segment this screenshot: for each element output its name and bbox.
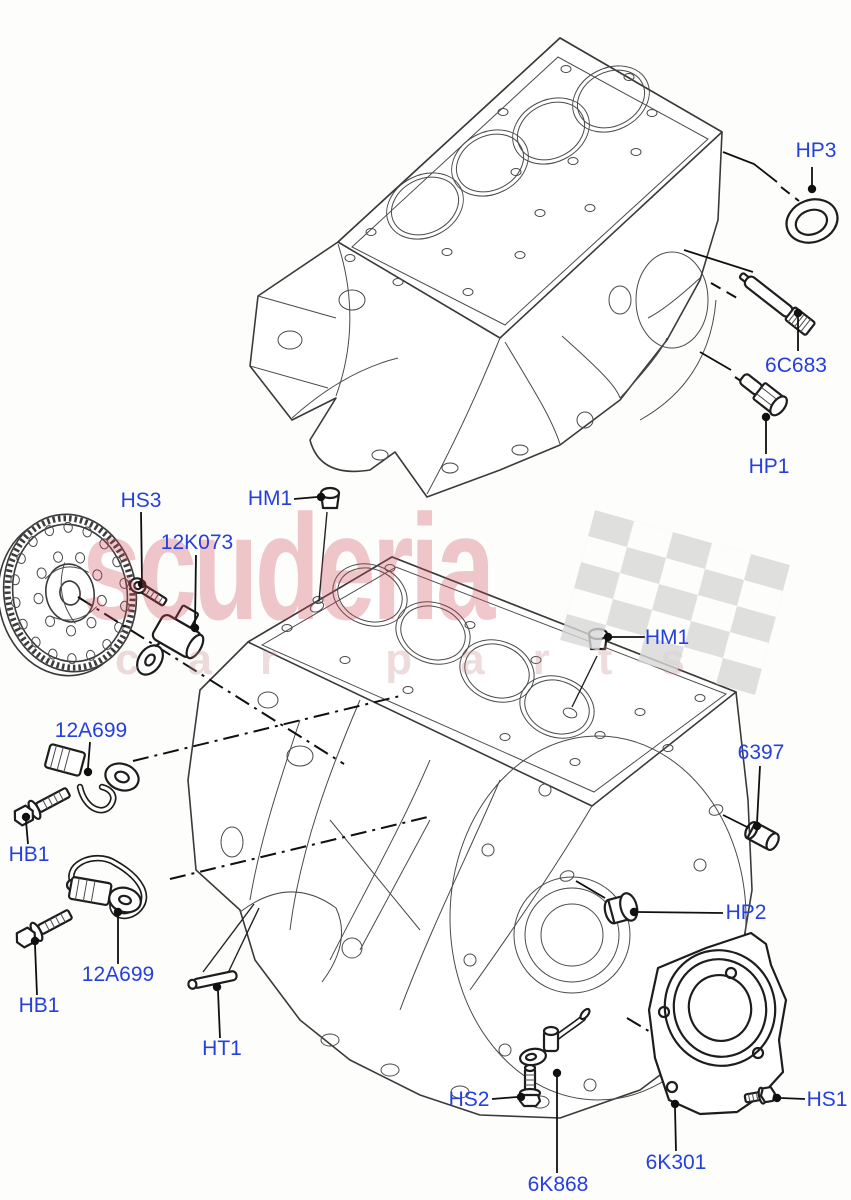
leader-hb1-b [30, 936, 40, 996]
part-label-6c683[interactable]: 6C683 [765, 354, 827, 377]
part-12a699-knock-sensor-a [44, 743, 140, 814]
part-label-12a699-b[interactable]: 12A699 [81, 963, 155, 986]
part-hs2-bolt [518, 1063, 542, 1108]
part-label-12a699-a[interactable]: 12A699 [54, 719, 128, 742]
part-label-hp1[interactable]: HP1 [748, 455, 790, 478]
leader-6k301 [670, 1099, 680, 1152]
flexplate-holes [10, 521, 130, 665]
part-label-hm1-a[interactable]: HM1 [247, 487, 293, 510]
part-label-hs3[interactable]: HS3 [120, 489, 162, 512]
part-label-hb1-a[interactable]: HB1 [8, 843, 50, 866]
part-label-ht1[interactable]: HT1 [202, 1037, 242, 1060]
part-hp3-core-plug [785, 198, 839, 244]
part-hm1-plug-b [587, 627, 609, 651]
leader-hm1-a [293, 492, 328, 602]
leader-12a699-b [113, 907, 123, 964]
leader-12k073 [190, 554, 200, 633]
part-label-hs1[interactable]: HS1 [806, 1088, 848, 1111]
gasket-holes-lower [281, 564, 706, 766]
cylinder-bores-top [386, 65, 650, 240]
leader-6k868 [552, 1068, 562, 1173]
part-hp1-sensor [739, 373, 788, 417]
part-hb1-bolt-a [13, 787, 71, 827]
part-hs1-bolt [743, 1085, 776, 1105]
leader-6c683 [793, 308, 803, 351]
part-label-12k073[interactable]: 12K073 [160, 531, 234, 554]
flexplate-drawing [0, 513, 138, 677]
part-12a699-knock-sensor-b [65, 855, 148, 920]
assembly-lines [77, 151, 800, 1088]
part-12k073-crank-sensor [136, 604, 205, 676]
part-label-6k301[interactable]: 6K301 [645, 1151, 707, 1174]
part-label-6k868[interactable]: 6K868 [527, 1173, 589, 1196]
leader-hp1 [761, 412, 771, 454]
leader-hs3 [137, 511, 147, 589]
leader-12a699-a [83, 741, 93, 777]
part-label-hb1-b[interactable]: HB1 [18, 994, 60, 1017]
gasket-holes-top [344, 65, 658, 296]
leader-hs2 [491, 1092, 526, 1102]
part-hp2-plug [603, 892, 639, 925]
part-6k868-oil-jet [519, 1007, 591, 1067]
part-label-hm1-b[interactable]: HM1 [644, 626, 690, 649]
part-label-6397[interactable]: 6397 [737, 741, 785, 764]
part-hb1-bolt-b [15, 909, 73, 949]
leader-6397 [722, 765, 762, 831]
lower-engine-block-drawing [187, 556, 753, 1119]
leader-hp3 [807, 167, 817, 194]
leader-hs1 [772, 1093, 806, 1103]
top-engine-block-drawing [249, 37, 723, 498]
leader-hp2 [575, 880, 724, 917]
part-label-hp3[interactable]: HP3 [795, 139, 837, 162]
leader-hb1-a [21, 812, 31, 845]
part-6k301-seal-retainer [647, 931, 788, 1116]
part-hm1-plug-a [319, 486, 341, 510]
part-6c683-tube [738, 272, 816, 336]
leader-ht1 [212, 982, 222, 1039]
part-label-hp2[interactable]: HP2 [725, 901, 767, 924]
part-label-hs2[interactable]: HS2 [448, 1088, 490, 1111]
part-ht1-dowel [187, 970, 238, 990]
